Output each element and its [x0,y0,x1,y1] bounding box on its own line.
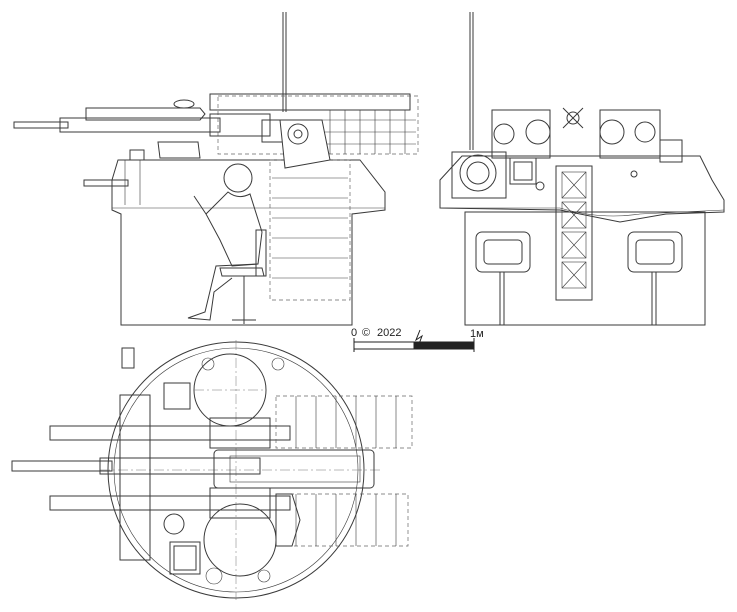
signature-mark [414,329,424,345]
scale-meter-label: 1м [470,328,484,340]
operator-figure [187,163,267,324]
side-view [13,12,419,326]
copyright-year: 2022 [377,327,401,339]
copyright-symbol: © [362,327,370,339]
front-view [439,12,725,326]
scale-bar: 0 © 2022 1м [351,327,484,352]
plan-view [11,340,413,600]
scale-zero-label: 0 [351,327,357,339]
